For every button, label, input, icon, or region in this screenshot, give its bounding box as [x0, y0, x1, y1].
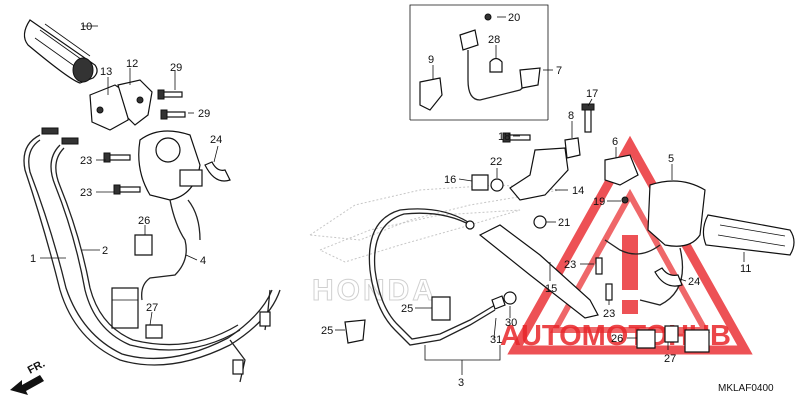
band-24-left	[204, 161, 231, 182]
label-9: 9	[428, 54, 434, 66]
leader-lines	[40, 16, 745, 375]
band-24-right	[654, 267, 683, 287]
brake-lever-15	[478, 224, 599, 319]
inset-parts	[419, 13, 541, 111]
label-13: 13	[100, 66, 112, 78]
screw-19	[621, 196, 629, 204]
label-30: 30	[505, 317, 517, 329]
clip-8-bolt-17	[564, 103, 595, 159]
grip-11	[702, 214, 795, 256]
label-24a: 24	[210, 134, 222, 146]
label-23a: 23	[80, 155, 92, 167]
front-direction-label: FR.	[26, 358, 47, 377]
diagram-code: MKLAF0400	[718, 383, 774, 394]
label-26a: 26	[138, 215, 150, 227]
label-15: 15	[545, 283, 557, 295]
bolt-23-left	[103, 152, 141, 195]
label-29b: 29	[198, 108, 210, 120]
label-28: 28	[488, 34, 500, 46]
screw-29	[157, 89, 186, 120]
label-1: 1	[30, 253, 36, 265]
label-3: 3	[458, 377, 464, 389]
label-6: 6	[612, 136, 618, 148]
honda-wordmark: HONDA	[312, 274, 437, 307]
label-31: 31	[490, 334, 502, 346]
label-4: 4	[200, 255, 206, 267]
master-cylinder-bracket-14	[471, 132, 569, 229]
right-switch-housing-5	[604, 180, 706, 306]
label-2: 2	[102, 245, 108, 257]
inset-frame	[409, 4, 549, 120]
label-26b: 26	[611, 333, 623, 345]
label-27b: 27	[664, 353, 676, 365]
part-number-labels: 10 13 12 29 29 23 23 24 26 27 1 2 4 20 2…	[30, 12, 751, 389]
label-17: 17	[586, 88, 598, 100]
label-19: 19	[593, 196, 605, 208]
label-20: 20	[508, 12, 520, 24]
clamp-26-27-left	[134, 234, 163, 339]
label-29a: 29	[170, 62, 182, 74]
honda-wing-logo: HONDA	[308, 184, 561, 308]
label-11: 11	[740, 263, 751, 275]
front-direction-arrow: FR.	[10, 358, 47, 395]
throttle-grip-10	[23, 19, 98, 84]
label-22: 22	[490, 156, 502, 168]
label-12: 12	[126, 58, 138, 70]
label-5: 5	[668, 153, 674, 165]
label-21: 21	[558, 217, 570, 229]
label-16: 16	[444, 174, 456, 186]
throttle-housing-12-13	[89, 79, 153, 131]
label-7: 7	[556, 65, 562, 77]
switch-6	[604, 154, 639, 186]
brake-cable-3	[368, 208, 517, 346]
label-25b: 25	[321, 325, 333, 337]
bolt-23-right	[595, 257, 613, 301]
label-14: 14	[572, 185, 584, 197]
clamp-26-27-right	[636, 325, 710, 353]
label-10: 10	[80, 21, 92, 33]
throttle-cables-1-2	[23, 127, 281, 383]
label-24b: 24	[688, 276, 700, 288]
clamp-25	[344, 296, 451, 344]
label-23b: 23	[80, 187, 92, 199]
label-25a: 25	[401, 303, 413, 315]
label-23c: 23	[564, 259, 576, 271]
label-8: 8	[568, 110, 574, 122]
label-27a: 27	[146, 302, 158, 314]
left-switch-housing	[111, 130, 203, 329]
label-18: 18	[498, 131, 510, 143]
label-23d: 23	[603, 308, 615, 320]
